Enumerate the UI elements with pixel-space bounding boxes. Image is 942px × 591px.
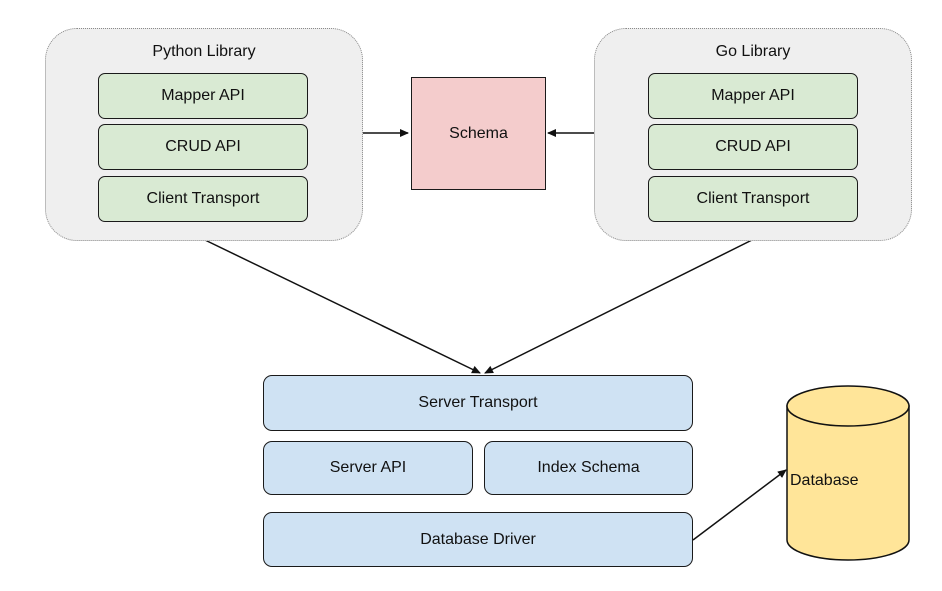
arrow-go-to-server <box>484 239 753 374</box>
server-api: Server API <box>263 441 473 495</box>
arrow-python-to-server <box>204 239 481 374</box>
database-driver: Database Driver <box>263 512 693 567</box>
go-library-title: Go Library <box>715 43 791 60</box>
go-crud-api: CRUD API <box>648 124 858 170</box>
python-crud-api: CRUD API <box>98 124 308 170</box>
go-mapper-api: Mapper API <box>648 73 858 119</box>
python-mapper-api: Mapper API <box>98 73 308 119</box>
database-label: Database <box>790 472 859 489</box>
python-library-title: Python Library <box>152 43 256 60</box>
index-schema: Index Schema <box>484 441 693 495</box>
arrow-driver-to-database <box>692 469 787 541</box>
database-cylinder <box>786 385 910 561</box>
server-transport: Server Transport <box>263 375 693 431</box>
python-client-transport: Client Transport <box>98 176 308 222</box>
go-client-transport: Client Transport <box>648 176 858 222</box>
schema-box: Schema <box>411 77 546 190</box>
